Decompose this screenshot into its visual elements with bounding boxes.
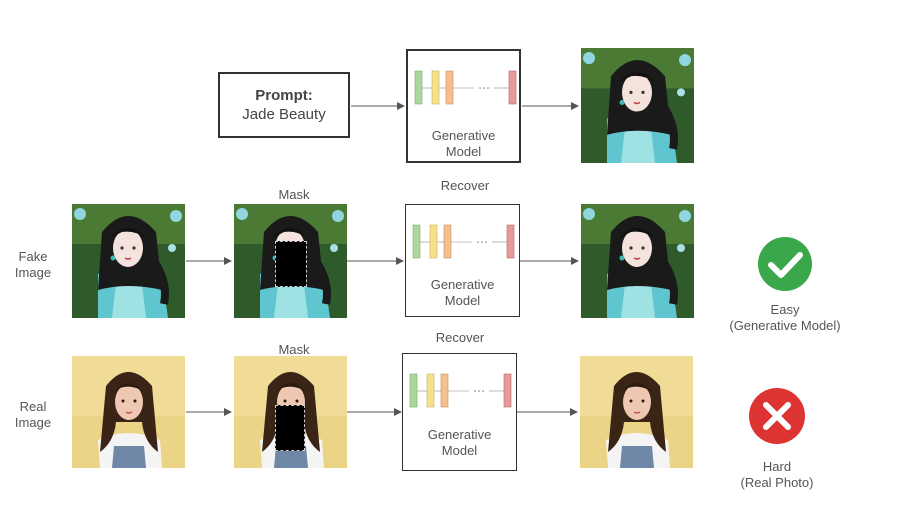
model-label-line2: Model [445, 144, 482, 159]
hard-result-label: Hard (Real Photo) [702, 459, 852, 491]
recover-label-fake: Recover [440, 178, 490, 193]
easy-subtitle: (Generative Model) [729, 318, 841, 333]
mask-region-real [275, 405, 305, 451]
generated-jade-image [581, 48, 694, 163]
prompt-text: Jade Beauty [242, 106, 326, 123]
fake-masked-image [234, 204, 347, 318]
model-label-line1: Generative [427, 427, 492, 442]
network-layers-icon [408, 51, 519, 111]
real-label-line1: Real [19, 399, 47, 414]
real-image-label: Real Image [3, 399, 63, 431]
fake-input-image [72, 204, 185, 318]
fake-recovered-image [581, 204, 694, 318]
prompt-box: Prompt: Jade Beauty [218, 72, 350, 138]
easy-title: Easy [770, 302, 800, 317]
cross-icon [749, 388, 805, 444]
generative-model-top: Generative Model [406, 49, 521, 163]
real-recovered-image [580, 356, 693, 468]
check-icon [758, 237, 812, 291]
generative-model-real: Generative Model [402, 353, 517, 471]
fake-image-label: Fake Image [3, 249, 63, 281]
model-label-line2: Model [441, 443, 478, 458]
hard-title: Hard [762, 459, 792, 474]
model-label-line1: Generative [430, 277, 495, 292]
mask-label-fake: Mask [278, 187, 310, 202]
recover-label-real: Recover [435, 330, 485, 345]
easy-result-label: Easy (Generative Model) [710, 302, 860, 334]
network-layers-icon [403, 354, 516, 414]
fake-label-line2: Image [14, 265, 52, 280]
prompt-title: Prompt: [255, 87, 313, 104]
network-layers-icon [406, 205, 519, 265]
hard-subtitle: (Real Photo) [740, 475, 814, 490]
model-label-line1: Generative [431, 128, 496, 143]
mask-region-fake [275, 241, 307, 287]
real-label-line2: Image [14, 415, 52, 430]
model-label-line2: Model [444, 293, 481, 308]
mask-label-real: Mask [278, 342, 310, 357]
real-input-image [72, 356, 185, 468]
generative-model-fake: Generative Model [405, 204, 520, 317]
fake-label-line1: Fake [18, 249, 48, 264]
